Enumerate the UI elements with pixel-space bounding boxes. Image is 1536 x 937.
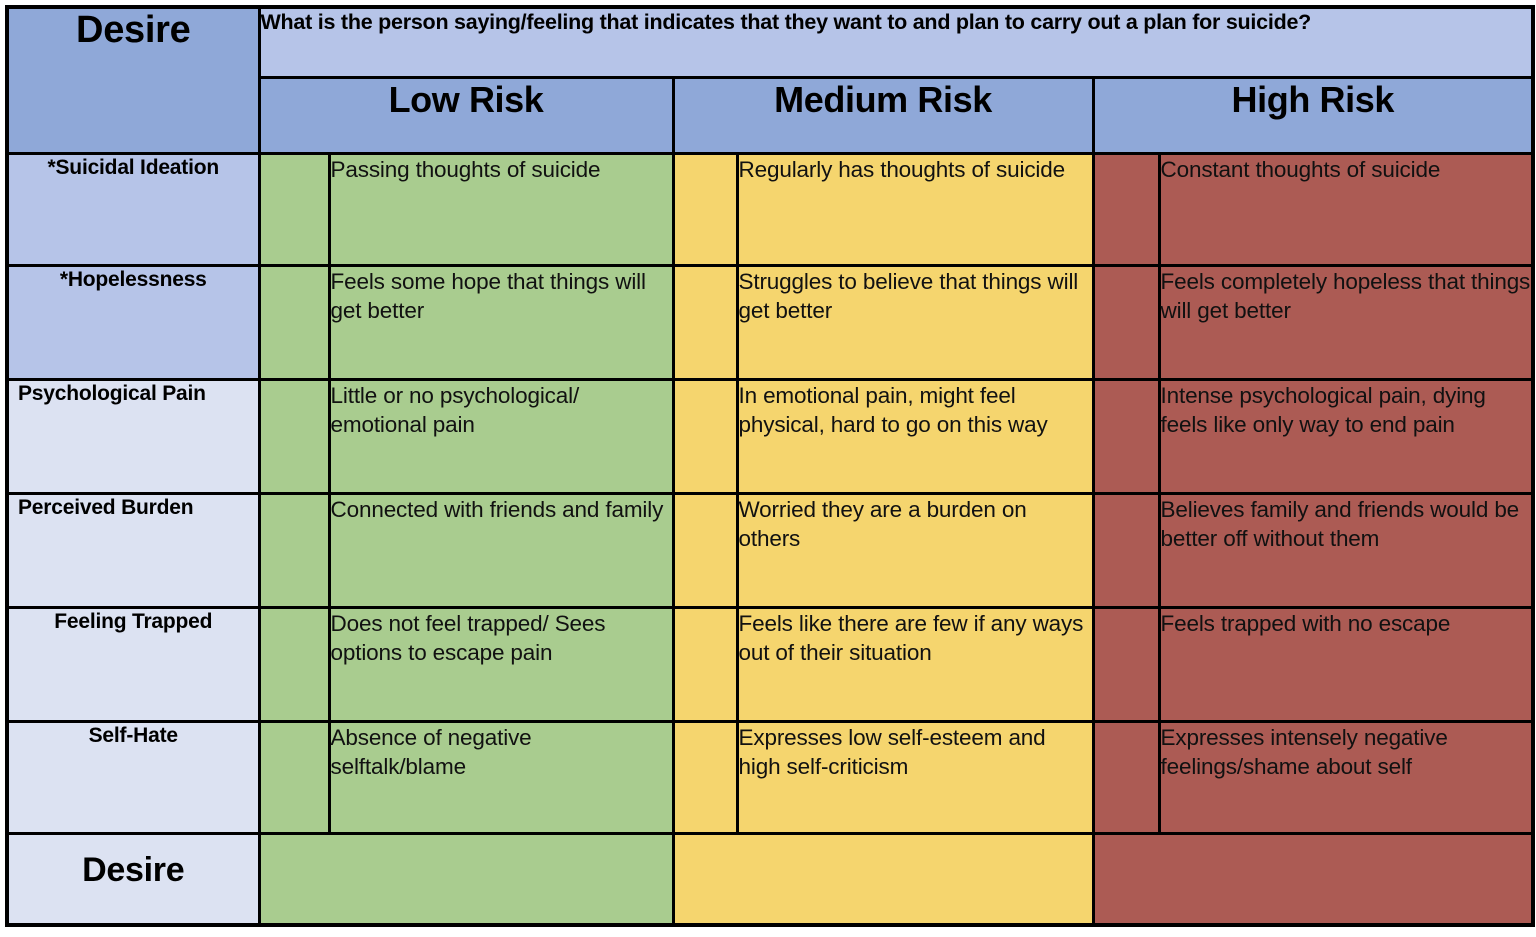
- cell-high-suicidal-ideation: Constant thoughts of suicide: [1157, 151, 1535, 267]
- row-label-perceived-burden: Perceived Burden: [5, 491, 261, 609]
- medium-risk-gutter: [671, 151, 739, 267]
- cell-medium-feeling-trapped: Feels like there are few if any ways out…: [735, 605, 1095, 723]
- low-risk-gutter: [257, 491, 331, 609]
- cell-medium-self-hate: Expresses low self-esteem and high self-…: [735, 719, 1095, 835]
- summary-cell-medium-risk[interactable]: [671, 831, 1095, 927]
- column-header-low-risk: Low Risk: [257, 75, 675, 155]
- cell-medium-suicidal-ideation: Regularly has thoughts of suicide: [735, 151, 1095, 267]
- medium-risk-gutter: [671, 719, 739, 835]
- cell-medium-psychological-pain: In emotional pain, might feel physical, …: [735, 377, 1095, 495]
- cell-low-suicidal-ideation: Passing thoughts of suicide: [327, 151, 675, 267]
- summary-cell-high-risk[interactable]: [1091, 831, 1535, 927]
- cell-medium-hopelessness: Struggles to believe that things will ge…: [735, 263, 1095, 381]
- high-risk-gutter: [1091, 491, 1161, 609]
- low-risk-gutter: [257, 377, 331, 495]
- risk-assessment-sheet: Desire What is the person saying/feeling…: [0, 5, 1536, 937]
- low-risk-gutter: [257, 605, 331, 723]
- row-label-self-hate: Self-Hate: [5, 719, 261, 835]
- high-risk-gutter: [1091, 719, 1161, 835]
- table-row: Psychological Pain Little or no psycholo…: [5, 377, 1535, 495]
- low-risk-gutter: [257, 719, 331, 835]
- low-risk-gutter: [257, 151, 331, 267]
- high-risk-gutter: [1091, 377, 1161, 495]
- high-risk-gutter: [1091, 151, 1161, 267]
- cell-high-perceived-burden: Believes family and friends would be bet…: [1157, 491, 1535, 609]
- header-row-question: Desire What is the person saying/feeling…: [5, 5, 1535, 155]
- desire-risk-table: Desire What is the person saying/feeling…: [5, 5, 1536, 927]
- low-risk-gutter: [257, 263, 331, 381]
- medium-risk-gutter: [671, 377, 739, 495]
- row-label-hopelessness: *Hopelessness: [5, 263, 261, 381]
- cell-medium-perceived-burden: Worried they are a burden on others: [735, 491, 1095, 609]
- table-row: Feeling Trapped Does not feel trapped/ S…: [5, 605, 1535, 723]
- high-risk-gutter: [1091, 605, 1161, 723]
- row-label-suicidal-ideation: *Suicidal Ideation: [5, 151, 261, 267]
- cell-low-feeling-trapped: Does not feel trapped/ Sees options to e…: [327, 605, 675, 723]
- summary-label-desire: Desire: [5, 831, 261, 927]
- table-row: *Hopelessness Feels some hope that thing…: [5, 263, 1535, 381]
- row-label-feeling-trapped: Feeling Trapped: [5, 605, 261, 723]
- cell-low-psychological-pain: Little or no psychological/ emotional pa…: [327, 377, 675, 495]
- column-header-medium-risk: Medium Risk: [671, 75, 1095, 155]
- table-row: *Suicidal Ideation Passing thoughts of s…: [5, 151, 1535, 267]
- table-row: Perceived Burden Connected with friends …: [5, 491, 1535, 609]
- column-header-high-risk: High Risk: [1091, 75, 1535, 155]
- summary-cell-low-risk[interactable]: [257, 831, 675, 927]
- cell-low-self-hate: Absence of negative selftalk/blame: [327, 719, 675, 835]
- medium-risk-gutter: [671, 605, 739, 723]
- corner-title-desire: Desire: [5, 5, 261, 155]
- cell-high-feeling-trapped: Feels trapped with no escape: [1157, 605, 1535, 723]
- header-row-risk-levels: Low Risk Medium Risk High Risk: [7, 75, 1535, 155]
- medium-risk-gutter: [671, 491, 739, 609]
- cell-low-hopelessness: Feels some hope that things will get bet…: [327, 263, 675, 381]
- cell-low-perceived-burden: Connected with friends and family: [327, 491, 675, 609]
- question-prompt: What is the person saying/feeling that i…: [257, 5, 1535, 79]
- table-row: Self-Hate Absence of negative selftalk/b…: [5, 719, 1535, 835]
- high-risk-gutter: [1091, 263, 1161, 381]
- row-label-psychological-pain: Psychological Pain: [5, 377, 261, 495]
- summary-row-desire: Desire: [5, 831, 1535, 927]
- cell-high-psychological-pain: Intense psychological pain, dying feels …: [1157, 377, 1535, 495]
- cell-high-self-hate: Expresses intensely negative feelings/sh…: [1157, 719, 1535, 835]
- cell-high-hopelessness: Feels completely hopeless that things wi…: [1157, 263, 1535, 381]
- medium-risk-gutter: [671, 263, 739, 381]
